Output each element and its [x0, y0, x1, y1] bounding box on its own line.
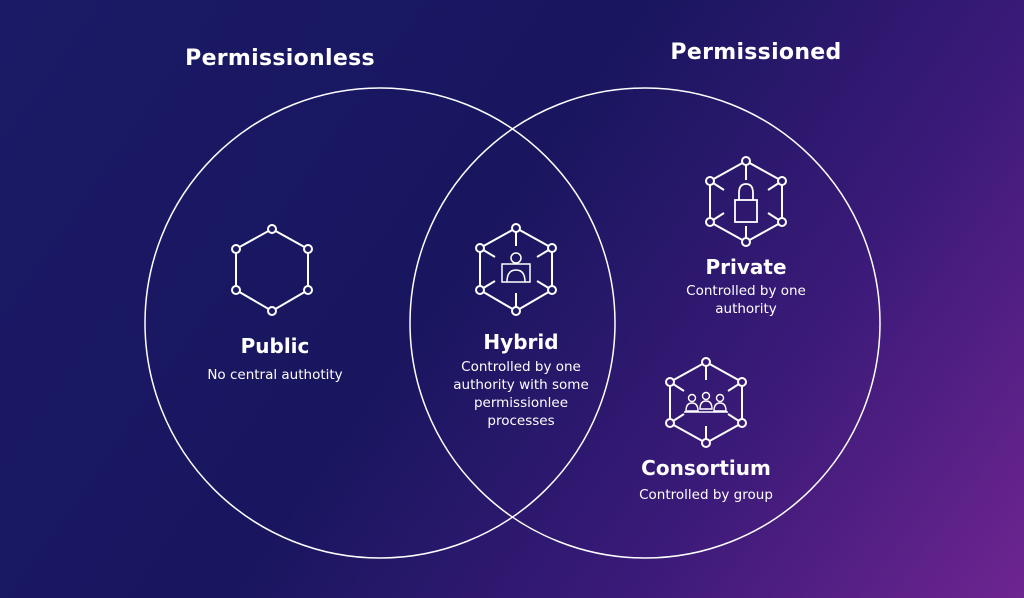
- public-description: No central authotity: [207, 367, 343, 383]
- permissioned-circle: [409, 87, 881, 559]
- private-title: Private: [705, 255, 787, 279]
- consortium-title: Consortium: [641, 456, 771, 480]
- consortium-description: Controlled by group: [639, 487, 773, 503]
- hybrid-desc-line-3: permissionlee: [473, 395, 569, 411]
- person-network-icon: [475, 223, 557, 316]
- hexagon-network-icon: [231, 224, 313, 316]
- permissionless-heading: Permissionless: [185, 46, 375, 71]
- lock-network-icon: [705, 156, 787, 247]
- hybrid-desc-line-4: processes: [487, 413, 555, 429]
- hybrid-title: Hybrid: [483, 330, 559, 354]
- permissioned-heading: Permissioned: [670, 40, 842, 65]
- public-title: Public: [240, 334, 310, 358]
- hybrid-desc-line-1: Controlled by one: [461, 359, 581, 375]
- private-desc-line-1: Controlled by one: [686, 283, 806, 299]
- hybrid-desc-line-2: authority with some: [453, 377, 589, 393]
- group-network-icon: [665, 357, 747, 448]
- private-desc-line-2: authority: [715, 301, 777, 317]
- permissionless-circle: [144, 87, 616, 559]
